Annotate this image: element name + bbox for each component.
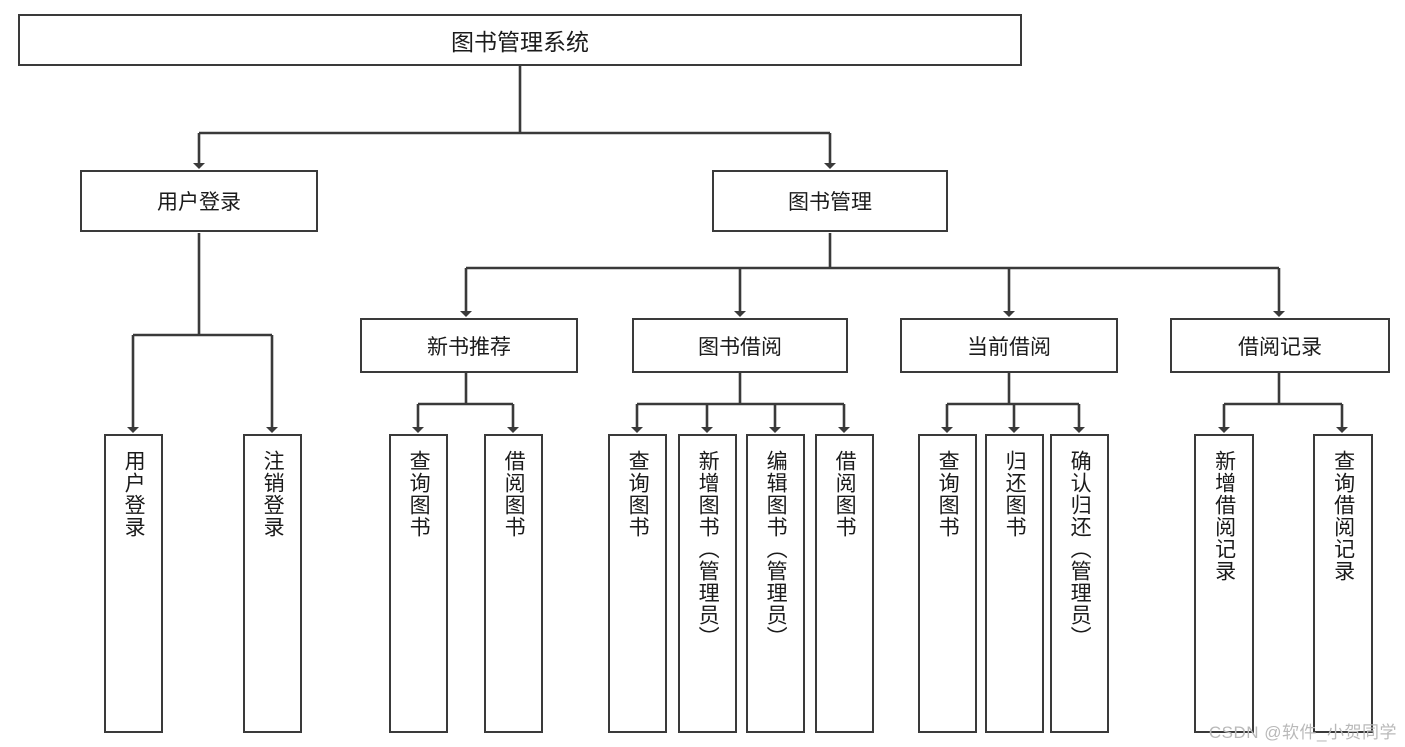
node-user-login-label: 用户登录 (157, 191, 241, 214)
csdn-watermark: CSDN @软件_小贺同学 (1208, 723, 1397, 742)
node-book-management[interactable]: 图书管理 (712, 170, 948, 232)
leaf-borrow-book-new-label: 借阅图书 (502, 450, 526, 538)
leaf-edit-book-admin[interactable]: 编辑图书（管理员） (746, 434, 805, 733)
leaf-query-book-borrow[interactable]: 查询图书 (608, 434, 667, 733)
leaf-logout-label: 注销登录 (261, 450, 285, 538)
node-new-book-recommend[interactable]: 新书推荐 (360, 318, 578, 373)
leaf-edit-book-admin-label: 编辑图书（管理员） (764, 450, 788, 648)
node-current-borrow-label: 当前借阅 (967, 335, 1051, 359)
leaf-add-borrow-record[interactable]: 新增借阅记录 (1194, 434, 1254, 733)
leaf-query-book-new[interactable]: 查询图书 (389, 434, 448, 733)
node-root[interactable]: 图书管理系统 (18, 14, 1022, 66)
leaf-return-book-label: 归还图书 (1003, 450, 1027, 538)
node-book-management-label: 图书管理 (788, 191, 872, 214)
node-current-borrow[interactable]: 当前借阅 (900, 318, 1118, 373)
leaf-borrow-book[interactable]: 借阅图书 (815, 434, 874, 733)
leaf-borrow-book-label: 借阅图书 (833, 450, 857, 538)
leaf-confirm-return-admin[interactable]: 确认归还（管理员） (1050, 434, 1109, 733)
node-user-login[interactable]: 用户登录 (80, 170, 318, 232)
node-new-book-recommend-label: 新书推荐 (427, 335, 511, 359)
leaf-return-book[interactable]: 归还图书 (985, 434, 1044, 733)
node-root-label: 图书管理系统 (451, 29, 589, 55)
leaf-user-login[interactable]: 用户登录 (104, 434, 163, 733)
leaf-query-book-current-label: 查询图书 (936, 450, 960, 538)
leaf-logout[interactable]: 注销登录 (243, 434, 302, 733)
node-book-borrow-label: 图书借阅 (698, 335, 782, 359)
leaf-add-book-admin[interactable]: 新增图书（管理员） (678, 434, 737, 733)
node-borrow-record[interactable]: 借阅记录 (1170, 318, 1390, 373)
leaf-query-borrow-record-label: 查询借阅记录 (1331, 450, 1355, 582)
leaf-add-borrow-record-label: 新增借阅记录 (1212, 450, 1236, 582)
node-book-borrow[interactable]: 图书借阅 (632, 318, 848, 373)
leaf-borrow-book-new[interactable]: 借阅图书 (484, 434, 543, 733)
leaf-query-book-current[interactable]: 查询图书 (918, 434, 977, 733)
leaf-user-login-label: 用户登录 (122, 450, 146, 538)
node-borrow-record-label: 借阅记录 (1238, 335, 1322, 359)
leaf-add-book-admin-label: 新增图书（管理员） (696, 450, 720, 648)
leaf-query-borrow-record[interactable]: 查询借阅记录 (1313, 434, 1373, 733)
leaf-query-book-borrow-label: 查询图书 (626, 450, 650, 538)
leaf-query-book-new-label: 查询图书 (407, 450, 431, 538)
leaf-confirm-return-admin-label: 确认归还（管理员） (1068, 450, 1092, 648)
